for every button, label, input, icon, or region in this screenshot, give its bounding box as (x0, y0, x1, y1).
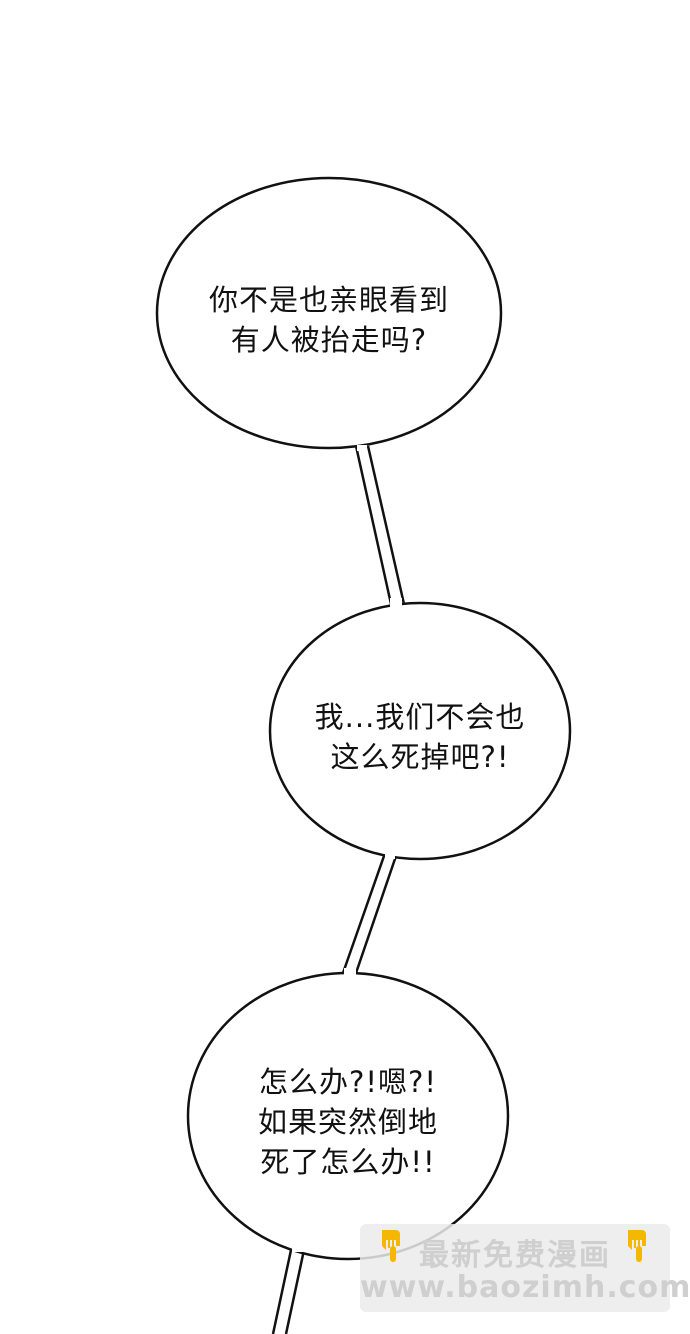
speech-bubble-2 (268, 601, 572, 861)
bubble-2-line-2: 这么死掉吧?! (330, 740, 510, 774)
bubble-3-line-3: 死了怎么办!! (260, 1145, 436, 1179)
pointing-hand-icon-right (628, 1230, 646, 1262)
watermark-url: www.baozimh.com (360, 1270, 690, 1305)
pointing-hand-icon (382, 1230, 400, 1262)
watermark-title: 最新免费漫画 (419, 1238, 611, 1273)
bubble-connector-1 (354, 445, 406, 605)
bubble-connector-2 (341, 855, 398, 974)
bubble-3-line-1: 怎么办?!嗯?! (258, 1065, 438, 1099)
bubble-2-text: 我...我们不会也 这么死掉吧?! (300, 697, 540, 777)
bubble-3-line-2: 如果突然倒地 (257, 1105, 438, 1139)
bubble-1-text: 你不是也亲眼看到 有人被抬走吗? (188, 280, 470, 360)
bubble-3-text: 怎么办?!嗯?! 如果突然倒地 死了怎么办!! (228, 1062, 468, 1182)
bubble-1-line-2: 有人被抬走吗? (230, 323, 428, 357)
bubble-1-line-1: 你不是也亲眼看到 (208, 283, 449, 317)
bubble-connector-3 (271, 1249, 306, 1334)
speech-bubble-1 (155, 176, 503, 450)
site-watermark: 最新免费漫画 www.baozimh.com (360, 1224, 690, 1312)
bubble-2-line-1: 我...我们不会也 (314, 700, 526, 734)
